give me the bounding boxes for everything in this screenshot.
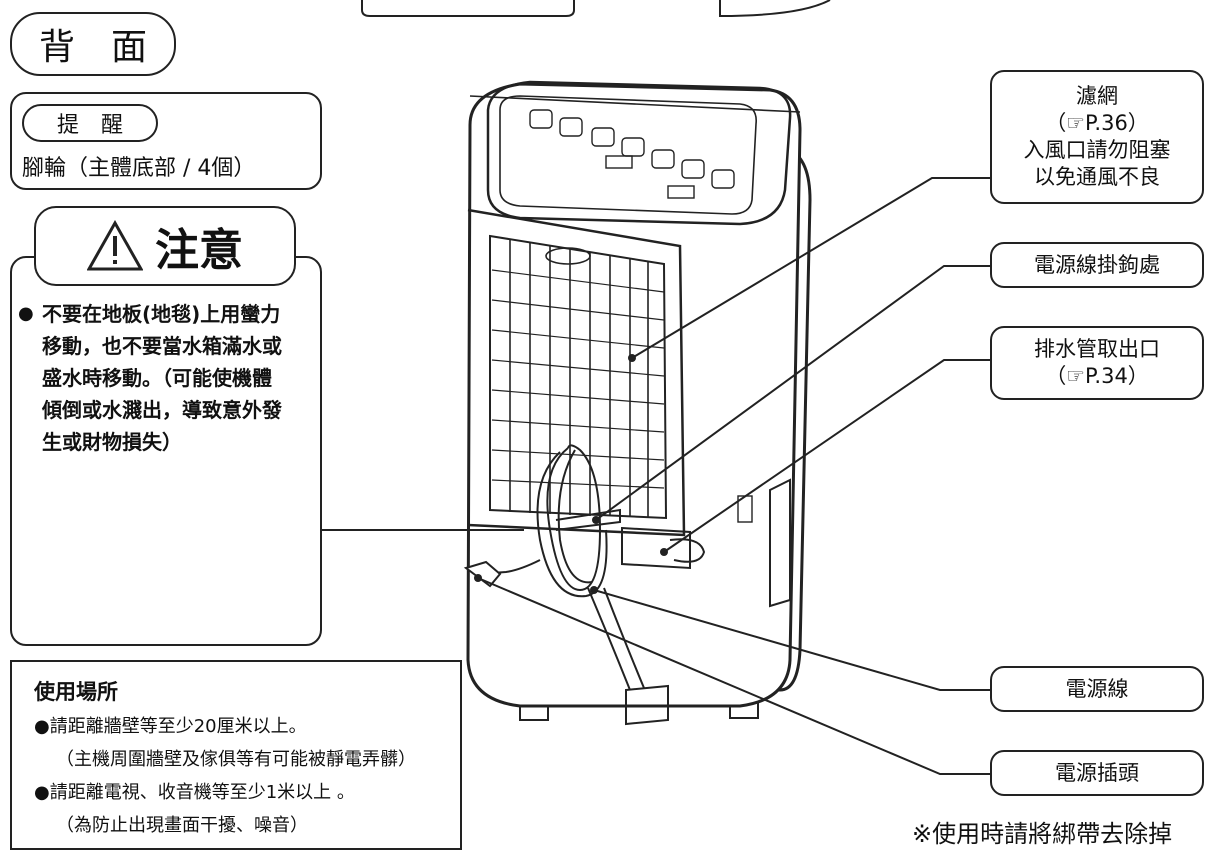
caution-header: 注意 <box>34 206 296 286</box>
leader-lines <box>320 177 990 775</box>
cord-label: 電源線 <box>1065 676 1129 701</box>
filter-note-1: 入風口請勿阻塞 <box>1023 138 1171 162</box>
caution-text: ● 不要在地板(地毯)上用蠻力 移動，也不要當水箱滿水或 盛水時移動。（可能使機… <box>18 298 282 458</box>
cord-callout: 電源線 <box>990 666 1204 712</box>
caution-line-2: 移動，也不要當水箱滿水或 <box>42 334 282 358</box>
hook-label: 電源線掛鉤處 <box>1034 252 1160 277</box>
reminder-tag-text: 提 醒 <box>56 113 123 138</box>
hook-callout: 電源線掛鉤處 <box>990 242 1204 288</box>
reminder-text: 腳輪（主體底部 / 4個） <box>22 156 256 181</box>
top-cutoff-box <box>361 0 575 17</box>
drain-label: 排水管取出口 <box>1034 337 1160 361</box>
reminder-box: 提 醒 腳輪（主體底部 / 4個） <box>10 92 322 190</box>
caution-line-5: 生或財物損失） <box>42 430 182 454</box>
caution-bullet: ● <box>18 303 34 324</box>
leader-dots <box>474 354 668 594</box>
location-note-2: （為防止出現畫面干擾、噪音） <box>56 815 308 836</box>
plug-callout: 電源插頭 <box>990 750 1204 796</box>
caution-line-1: ● 不要在地板(地毯)上用蠻力 <box>18 298 282 330</box>
plug-label: 電源插頭 <box>1055 760 1139 785</box>
location-list: ●請距離牆壁等至少20厘米以上。 （主機周圍牆壁及傢俱等有可能被靜電弄髒） ●請… <box>34 710 464 842</box>
footer-note: ※使用時請將綁帶去除掉 <box>912 820 1173 848</box>
warning-icon <box>86 219 144 272</box>
location-note-1: （主機周圍牆壁及傢俱等有可能被靜電弄髒） <box>56 749 416 770</box>
location-bullet: ● <box>34 782 50 803</box>
drain-callout: 排水管取出口 （☞P.34） <box>990 326 1204 400</box>
location-box: 使用場所 ●請距離牆壁等至少20厘米以上。 （主機周圍牆壁及傢俱等有可能被靜電弄… <box>10 660 462 850</box>
page-title: 背 面 <box>10 12 176 76</box>
location-item-text: 請距離牆壁等至少20厘米以上。 <box>49 716 307 737</box>
caution-box <box>10 256 322 646</box>
filter-page-ref: （☞P.36） <box>1045 111 1149 135</box>
location-item-text: 請距離電視、收音機等至少1米以上 。 <box>49 782 355 803</box>
caution-title: 注意 <box>155 225 243 276</box>
filter-note-2: 以免通風不良 <box>1034 165 1160 189</box>
caution-line-3: 盛水時移動。（可能使機體 <box>42 366 272 390</box>
reminder-tag: 提 醒 <box>22 104 158 142</box>
location-title: 使用場所 <box>34 680 118 704</box>
location-item-1: ●請距離牆壁等至少20厘米以上。 <box>34 710 464 743</box>
caution-line-4: 傾倒或水濺出，導致意外發 <box>42 398 282 422</box>
filter-label: 濾網 <box>1076 84 1118 108</box>
filter-callout: 濾網 （☞P.36） 入風口請勿阻塞 以免通風不良 <box>990 70 1204 204</box>
caution-line-text: 不要在地板(地毯)上用蠻力 <box>42 302 281 326</box>
drain-page-ref: （☞P.34） <box>1045 364 1149 388</box>
page-title-text: 背 面 <box>38 27 147 68</box>
top-cutoff-shape <box>719 0 831 18</box>
location-bullet: ● <box>34 716 50 737</box>
location-item-2: ●請距離電視、收音機等至少1米以上 。 <box>34 776 464 809</box>
dehumidifier-illustration <box>463 80 812 726</box>
